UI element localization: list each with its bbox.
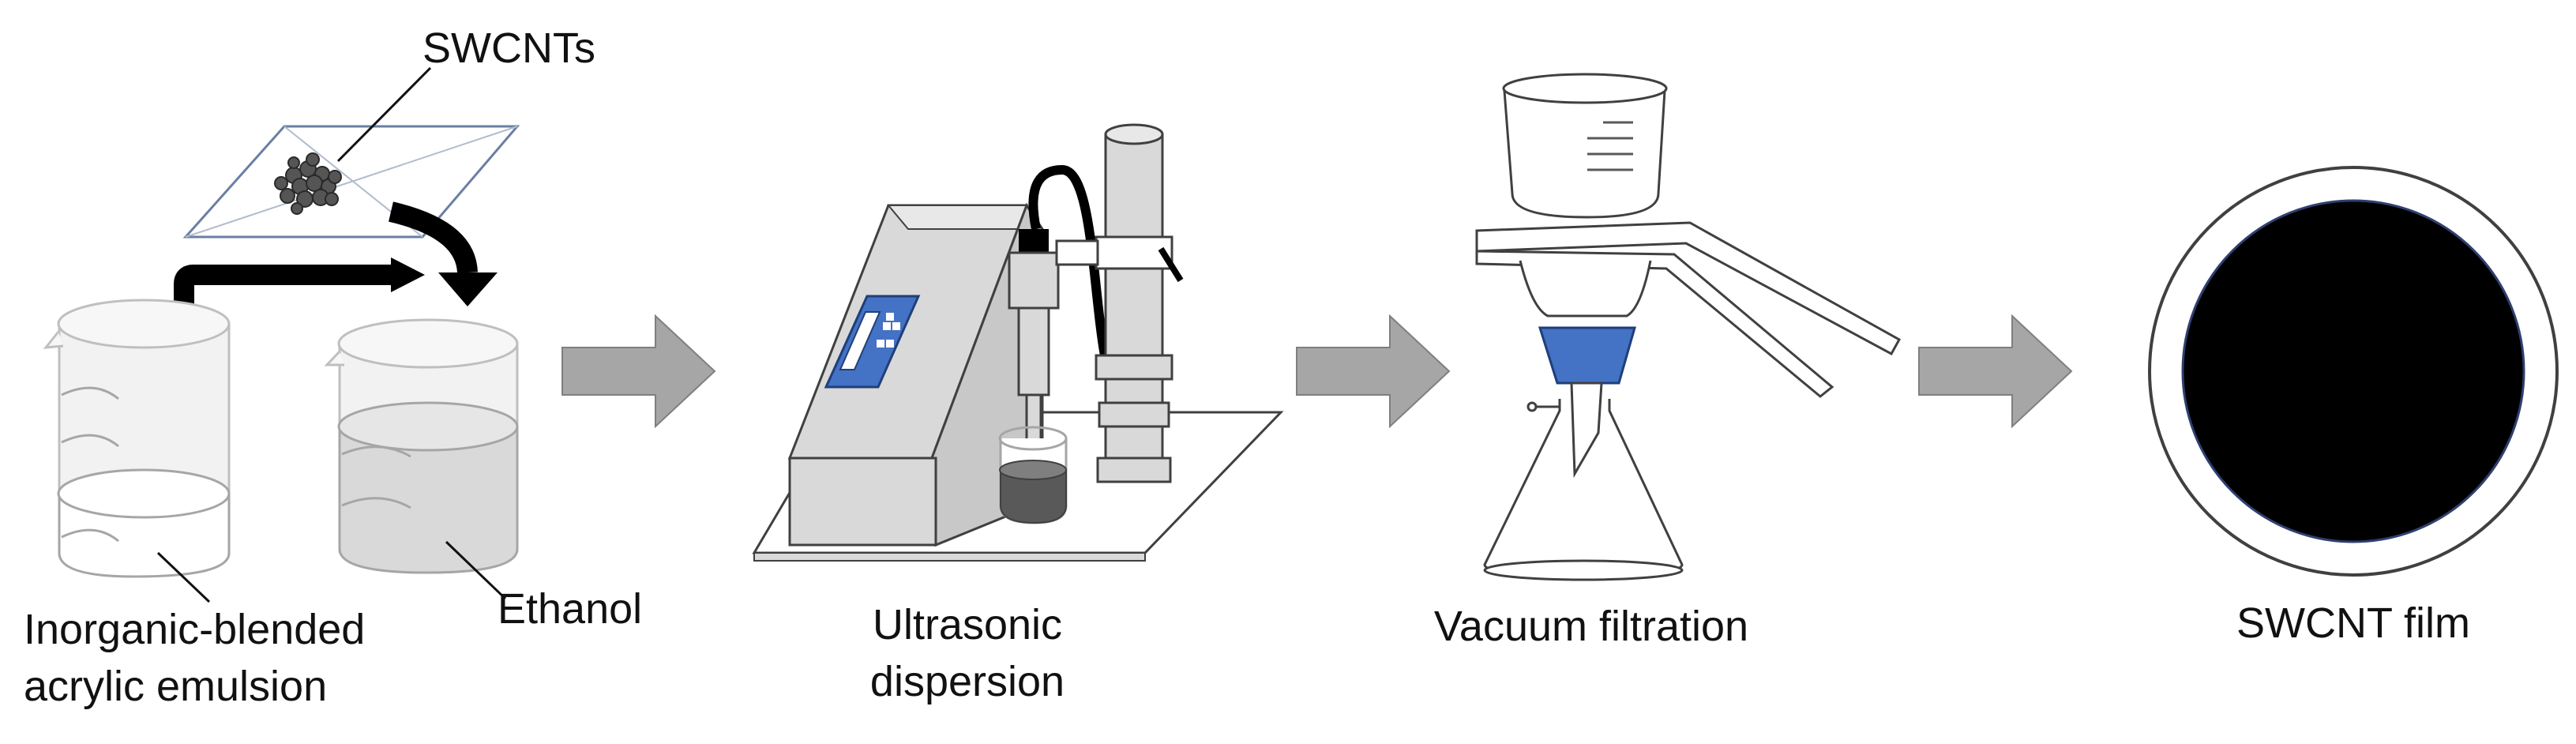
process-arrow-1 xyxy=(561,314,716,429)
emulsion-leader-line xyxy=(156,551,211,603)
ethanol-beaker xyxy=(324,318,519,574)
stand-clamp xyxy=(1055,235,1184,283)
funnel-stem xyxy=(1519,260,1652,318)
label-vacuum-filtration: Vacuum filtration xyxy=(1433,603,1749,650)
support-stand xyxy=(1095,123,1173,483)
label-swcnt-film: SWCNT film xyxy=(2236,599,2470,647)
label-ultrasonic-line2: dispersion xyxy=(869,658,1065,705)
funnel-outlet-tube xyxy=(1570,381,1603,479)
label-ultrasonic-line1: Ultrasonic xyxy=(872,601,1063,648)
filter-flask xyxy=(1483,399,1684,581)
label-emulsion-line1: Inorganic-blended xyxy=(24,606,366,653)
emulsion-beaker xyxy=(43,299,231,578)
label-emulsion-line2: acrylic emulsion xyxy=(24,663,328,710)
bent-arrow-emulsion-to-ethanol xyxy=(174,257,425,328)
ultrasonic-probe xyxy=(1008,229,1060,444)
ethanol-leader-line xyxy=(445,540,507,600)
swcnt-film-disc xyxy=(2181,199,2525,543)
swcnt-powder-pile xyxy=(274,152,342,215)
control-panel xyxy=(824,295,921,389)
dispersion-beaker xyxy=(998,426,1068,524)
process-arrow-2 xyxy=(1296,314,1451,429)
filtration-funnel-top xyxy=(1502,73,1668,219)
filter-clamp xyxy=(1475,221,1902,398)
weighing-paper xyxy=(182,125,520,239)
label-ethanol: Ethanol xyxy=(498,585,643,633)
process-arrow-3 xyxy=(1918,314,2073,429)
label-swcnts: SWCNTs xyxy=(422,24,595,72)
curved-arrow-to-ethanol xyxy=(388,201,498,306)
swcnts-leader-line xyxy=(336,66,432,163)
rubber-stopper xyxy=(1538,326,1636,385)
